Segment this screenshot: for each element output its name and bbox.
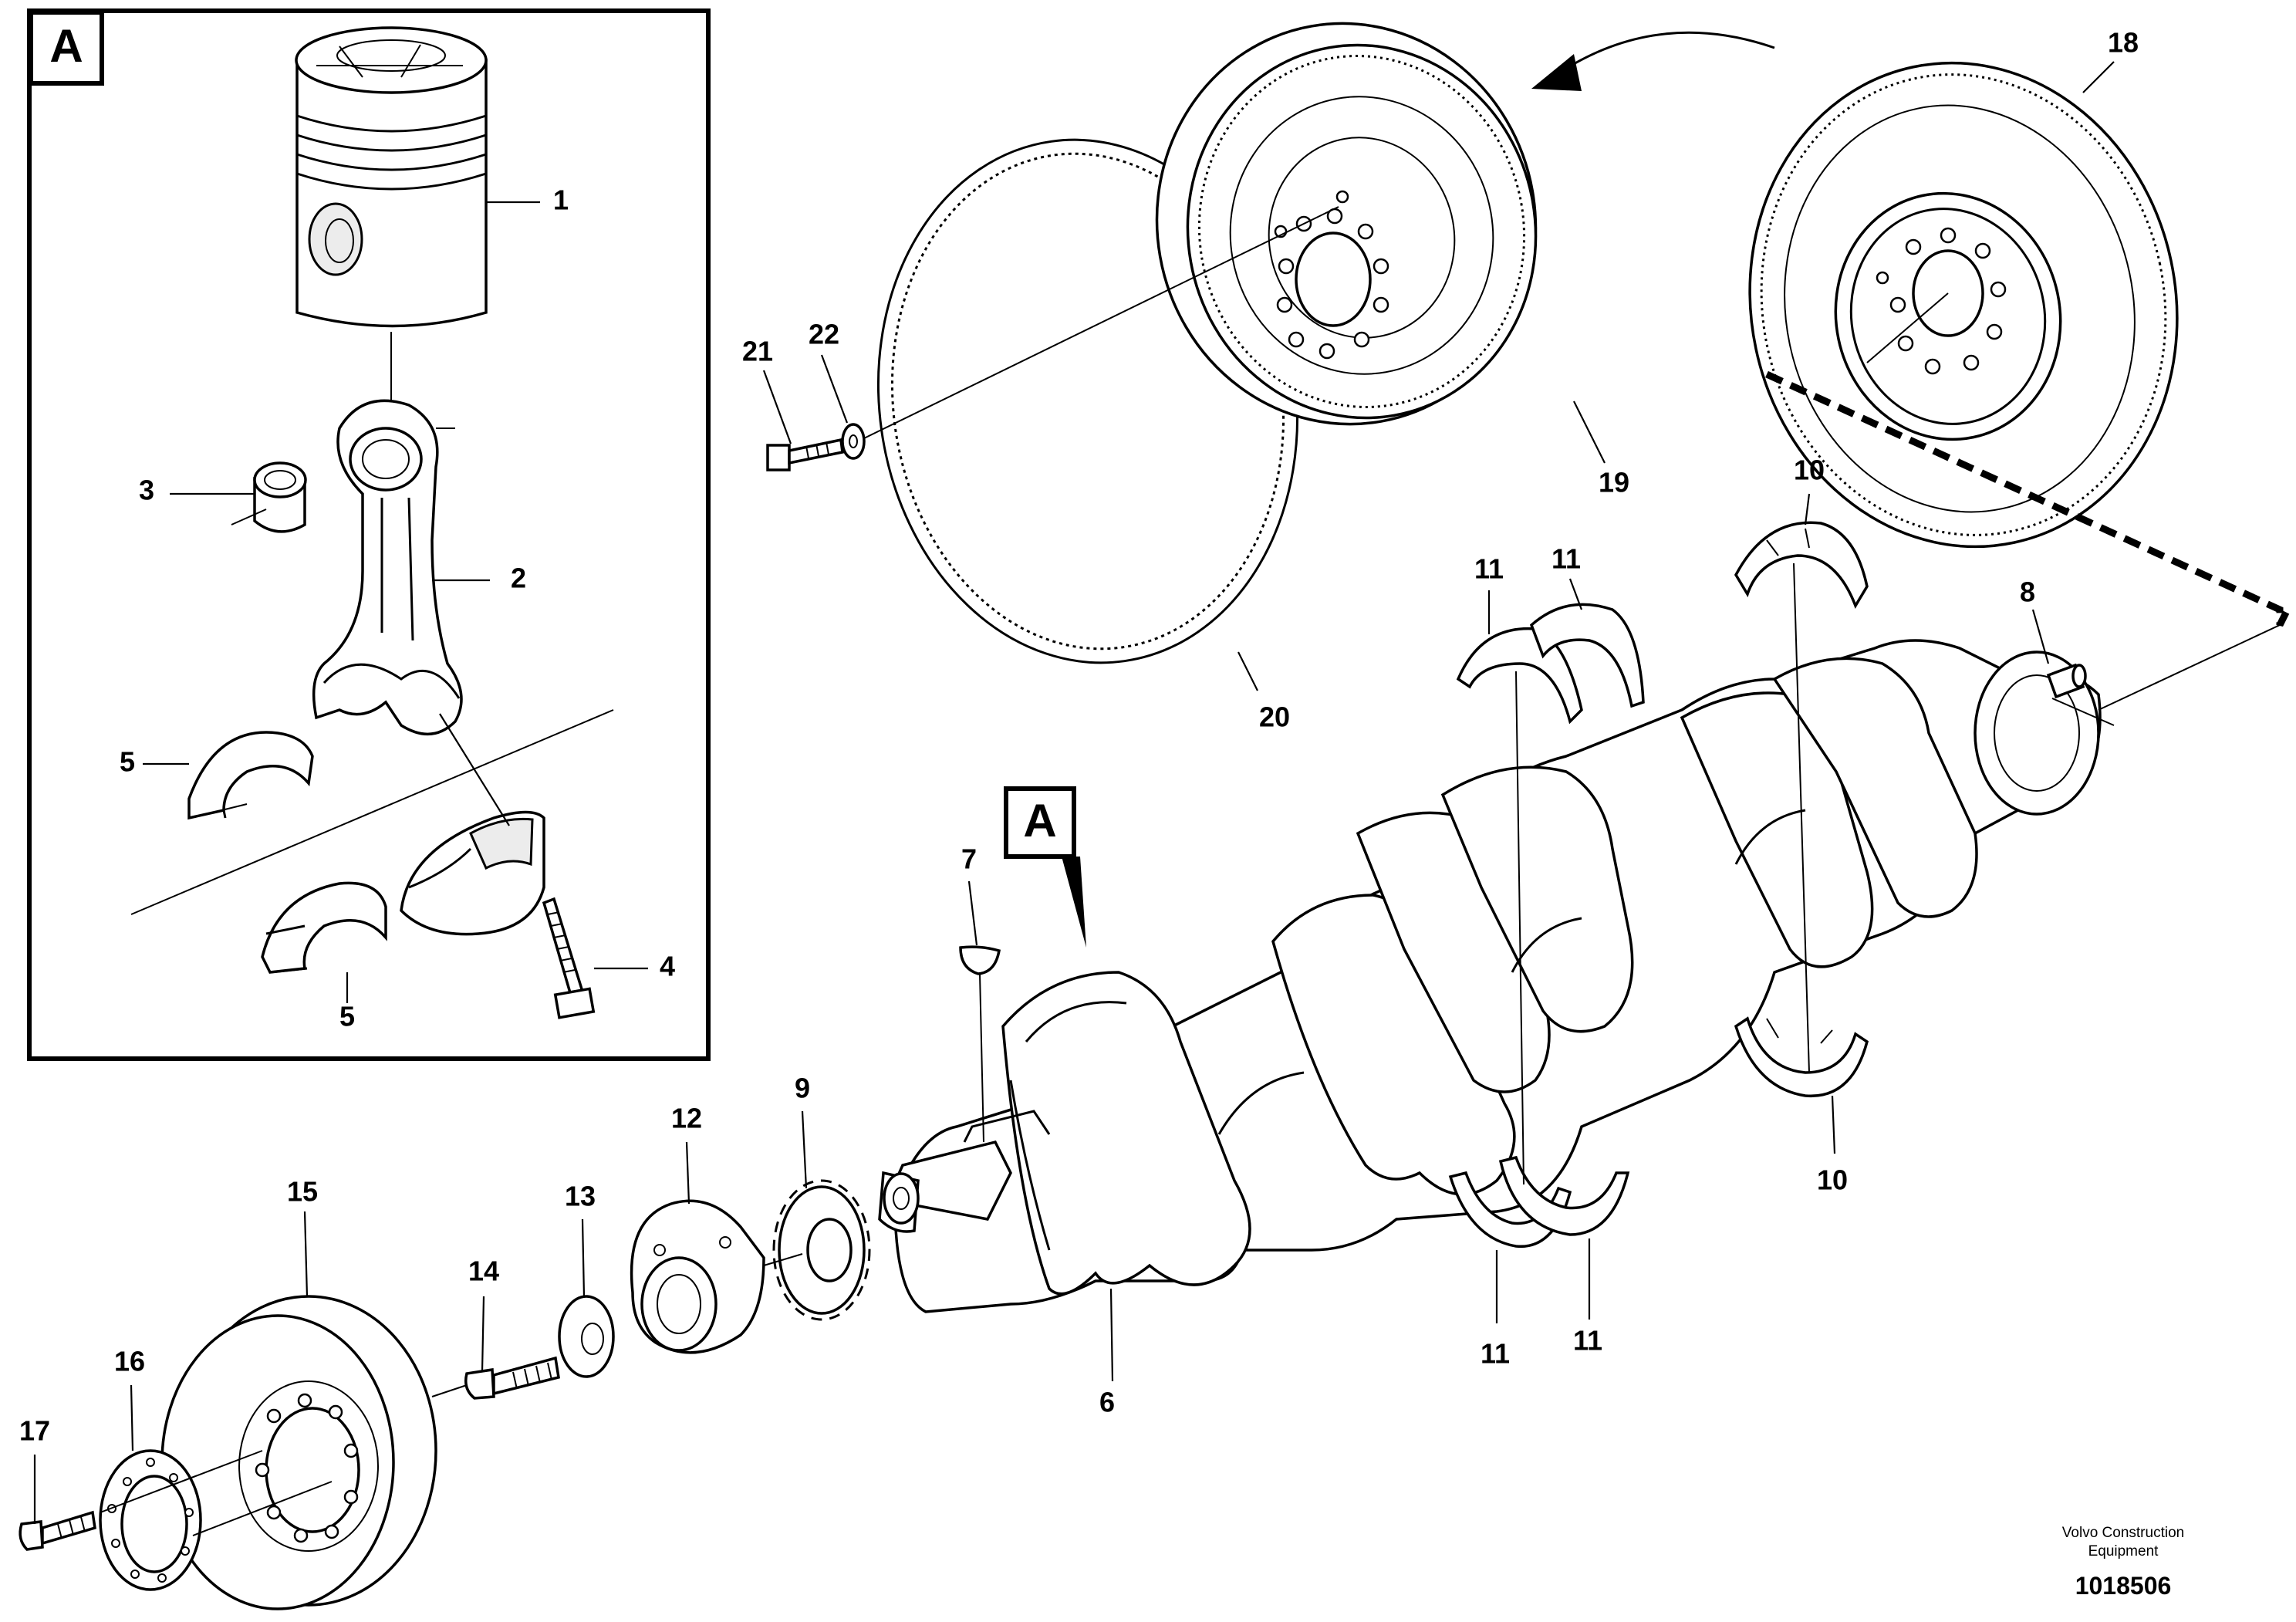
main-bearing-lower-drawing [1734, 1016, 1869, 1098]
leader-14 [481, 1296, 485, 1373]
flywheel-rear-drawing [1748, 61, 2179, 549]
leader-22 [820, 354, 849, 424]
label-part-3: 3 [139, 475, 154, 506]
callout-a-pointer [1062, 857, 1086, 948]
woodruff-key-drawing [959, 945, 1001, 975]
leader-10b [1831, 1095, 1836, 1154]
callout-a-box [1004, 786, 1076, 859]
label-part-9: 9 [795, 1073, 810, 1104]
label-part-5a: 5 [120, 746, 135, 778]
footer-company-line1: Volvo Construction [2062, 1525, 2184, 1541]
flywheel-front-drawing [1155, 22, 1538, 426]
damper-bolt-holes [255, 1393, 359, 1543]
hub-bolt-drawing [464, 1356, 560, 1400]
crank-gear-drawing [772, 1179, 871, 1321]
vibration-damper-drawing [160, 1295, 437, 1610]
leader-21 [762, 370, 792, 444]
label-part-12: 12 [671, 1103, 702, 1134]
label-part-6: 6 [1099, 1387, 1115, 1418]
label-part-18: 18 [2108, 27, 2139, 59]
thrust-washer-upper-left-drawing [1456, 627, 1583, 725]
leader-18 [2082, 61, 2115, 93]
label-part-8: 8 [2020, 576, 2035, 608]
flywheel-front-bolt-holes [1274, 190, 1389, 360]
leader-rod-cap [439, 713, 510, 826]
label-part-2: 2 [511, 563, 526, 594]
flywheel-rear-bolt-holes [1876, 227, 2007, 375]
leader-11b [1568, 578, 1583, 610]
leader-6 [1109, 1288, 1114, 1382]
footer-block: Volvo Construction Equipment 1018506 [2062, 1525, 2184, 1600]
label-part-14: 14 [468, 1255, 499, 1287]
thrust-washer-lower-right-drawing [1498, 1155, 1630, 1236]
leader-7 [967, 880, 978, 946]
footer-company-line2: Equipment [2088, 1543, 2159, 1559]
detail-a-letter-box [29, 10, 104, 86]
label-part-22: 22 [809, 319, 839, 350]
alignment-dashed-line [1765, 370, 2291, 627]
hub-washer-drawing [558, 1295, 615, 1378]
leader-15 [303, 1211, 309, 1297]
front-hub-drawing [630, 1199, 765, 1354]
footer-drawing-number: 1018506 [2075, 1572, 2172, 1600]
bearing-shell-lower-drawing [261, 881, 387, 974]
thrust-washer-upper-right-drawing [1529, 603, 1645, 708]
label-part-21: 21 [742, 336, 773, 367]
flywheel-bolt-drawing [766, 438, 844, 471]
thrust-washer-lower-left-drawing [1448, 1171, 1572, 1248]
main-bearing-upper-drawing [1734, 521, 1869, 609]
crankshaft-drawing [878, 639, 2102, 1313]
cap-bolt-drawing [542, 897, 596, 1019]
detail-a-frame [27, 8, 711, 1061]
leader-20 [1237, 651, 1258, 691]
label-part-11d: 11 [1573, 1325, 1602, 1357]
leader-10a [1804, 493, 1811, 525]
label-part-11a: 11 [1474, 553, 1504, 585]
leader-19 [1573, 400, 1606, 464]
flywheel-washer-drawing [841, 423, 866, 460]
leader-12 [685, 1141, 690, 1205]
piston-drawing [295, 26, 488, 401]
label-part-5b: 5 [339, 1001, 355, 1032]
label-part-1: 1 [553, 184, 569, 216]
flip-arrow [1531, 31, 1775, 91]
label-part-7: 7 [961, 843, 977, 875]
callout-a-letter: A [1023, 795, 1056, 846]
rod-cap-drawing [400, 810, 545, 936]
label-part-19: 19 [1599, 467, 1629, 498]
label-part-16: 16 [114, 1346, 145, 1377]
detail-a-letter: A [49, 20, 83, 72]
connecting-rod-drawing [312, 399, 463, 735]
bushing-drawing [231, 461, 307, 533]
bearing-shell-upper-drawing [187, 731, 314, 820]
label-part-20: 20 [1259, 701, 1290, 733]
leader-16 [130, 1384, 134, 1451]
label-part-17: 17 [19, 1415, 50, 1447]
leader-9 [801, 1110, 808, 1189]
label-part-10a: 10 [1794, 454, 1825, 486]
damper-ring-plate-drawing [99, 1449, 202, 1591]
label-part-13: 13 [565, 1181, 596, 1212]
label-part-10b: 10 [1817, 1164, 1848, 1196]
label-part-11b: 11 [1551, 543, 1581, 575]
label-part-15: 15 [287, 1176, 318, 1208]
ring-plate-bolt-drawing [19, 1510, 96, 1551]
leader-13 [581, 1218, 586, 1297]
label-part-11c: 11 [1481, 1338, 1510, 1370]
guide-pin-drawing [2046, 663, 2087, 699]
flywheel-group: 18 19 20 21 22 [742, 22, 2179, 733]
label-part-4: 4 [660, 951, 675, 982]
detail-a-divider-line [130, 709, 614, 915]
front-end-group: 9 12 13 14 15 16 17 [19, 1073, 871, 1610]
detail-a-group: A [27, 8, 711, 1061]
crankshaft-group: A [878, 454, 2281, 1418]
leader-8 [2031, 609, 2050, 664]
